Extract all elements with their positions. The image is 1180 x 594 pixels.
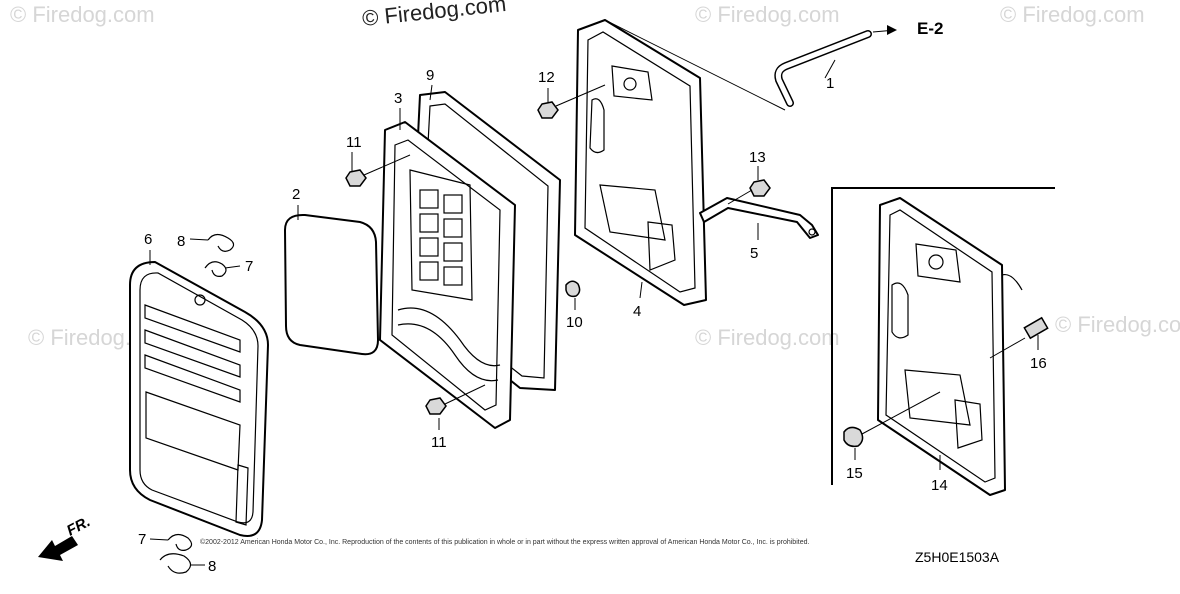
callout-15: 15 xyxy=(846,465,863,482)
part-7-clip-upper xyxy=(204,261,227,277)
part-2-element xyxy=(284,213,379,356)
callout-2: 2 xyxy=(292,186,300,203)
diagram-code: Z5H0E1503A xyxy=(915,549,1000,565)
callout-11-upper: 11 xyxy=(346,134,362,151)
part-12-nut xyxy=(537,84,606,119)
part-6-cover xyxy=(129,261,269,537)
callout-16: 16 xyxy=(1030,355,1047,372)
watermark-mid-right: © Firedog.com xyxy=(695,325,840,350)
watermark-top-left: © Firedog.com xyxy=(10,2,155,27)
callout-10: 10 xyxy=(566,314,583,331)
copyright-notice: ©2002-2012 American Honda Motor Co., Inc… xyxy=(200,539,810,546)
inset-frame xyxy=(831,187,1055,485)
watermark-top-right: © Firedog.com xyxy=(695,2,840,27)
part-3-element-case xyxy=(379,121,516,429)
part-15-grommet xyxy=(843,391,941,448)
part-10-grommet xyxy=(565,280,581,298)
front-direction-arrow xyxy=(38,536,78,561)
part-13-nut xyxy=(727,179,771,205)
callout-13: 13 xyxy=(749,149,766,166)
callout-11-lower: 11 xyxy=(431,434,447,451)
part-5-stay xyxy=(699,197,819,239)
part-16-collar xyxy=(989,316,1049,359)
watermark-far-right: © Firedog.com xyxy=(1000,2,1145,27)
callout-7-upper: 7 xyxy=(245,258,253,275)
front-marker-label: FR. xyxy=(64,513,93,539)
callout-3: 3 xyxy=(394,90,402,107)
part-11-nut-upper xyxy=(345,154,411,187)
callout-8-upper: 8 xyxy=(177,233,185,250)
callout-5: 5 xyxy=(750,245,758,262)
part-4-air-cleaner-case xyxy=(574,19,786,306)
part-8-clip-upper xyxy=(207,233,235,252)
callout-6: 6 xyxy=(144,231,152,248)
callout-1: 1 xyxy=(826,75,834,92)
callout-8-lower: 8 xyxy=(208,558,216,575)
callout-9: 9 xyxy=(426,67,434,84)
part-7-clip-lower xyxy=(167,533,193,551)
reference-e2-label: E-2 xyxy=(917,19,943,38)
callout-7-lower: 7 xyxy=(138,531,146,548)
part-1-tube xyxy=(774,25,897,107)
part-8-clip-lower xyxy=(159,553,192,574)
callout-12: 12 xyxy=(538,69,555,86)
leader-lines xyxy=(149,84,1039,566)
part-11-nut-lower xyxy=(425,384,486,415)
callout-14: 14 xyxy=(931,477,948,494)
watermark-top-center: © Firedog.com xyxy=(361,0,507,31)
part-14-air-cleaner-case-alt xyxy=(877,197,1023,496)
callout-4: 4 xyxy=(633,303,641,320)
watermark-mid-far-right: © Firedog.co xyxy=(1055,312,1180,337)
